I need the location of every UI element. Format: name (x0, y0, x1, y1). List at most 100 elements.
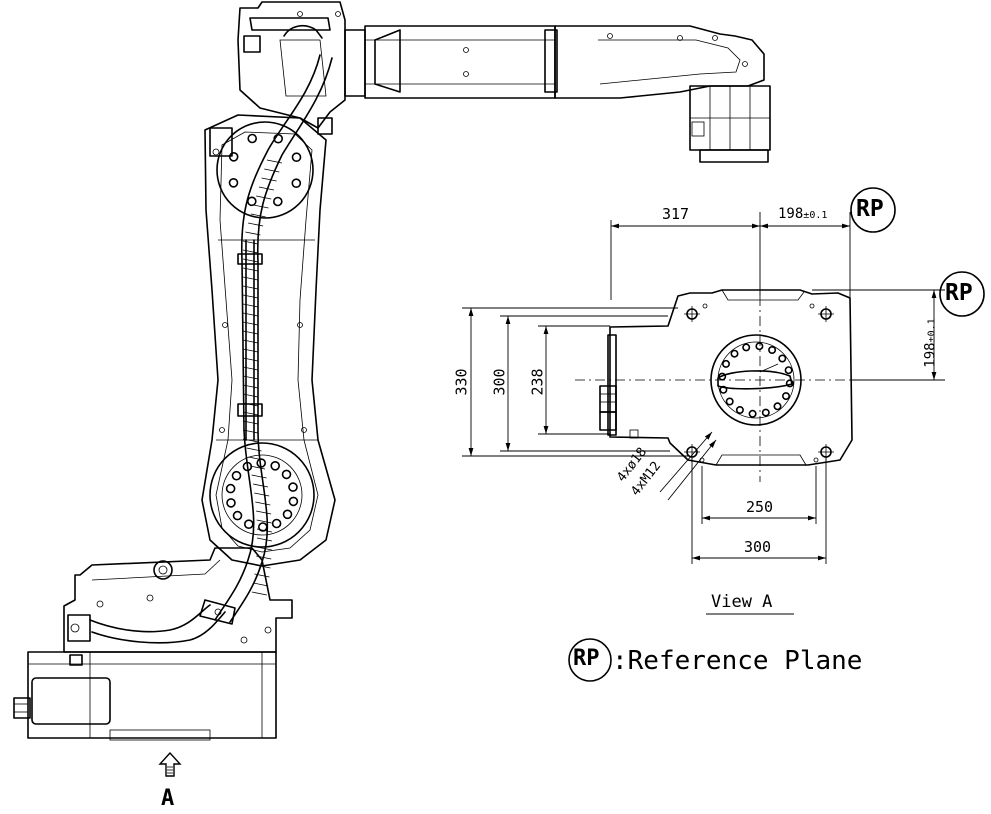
hose-segment (242, 357, 259, 362)
bolt-hole (226, 498, 236, 508)
bolt-hole (282, 509, 293, 520)
bolt-hole (768, 345, 777, 354)
dim-238-label: 238 (528, 368, 547, 396)
hose-segment (242, 258, 259, 263)
bolt-hole (270, 460, 281, 471)
hose-segment (256, 528, 273, 533)
dim-198-right-value: 198 (922, 342, 939, 368)
hose-segment (252, 483, 269, 488)
hose-segment (248, 222, 264, 227)
bolt-hole (718, 372, 727, 381)
hose-segment (242, 276, 259, 281)
hose-segment (242, 402, 259, 407)
hose-segment (258, 186, 274, 191)
rp-symbol-top (850, 187, 896, 233)
bolt-hole (785, 379, 794, 388)
hose-segment (242, 285, 259, 290)
hose-segment (242, 330, 259, 335)
hose-segment (256, 537, 273, 542)
legend-rp-symbol-text: RP (573, 646, 600, 671)
rp-symbol-right (939, 271, 985, 317)
bolt-hole (291, 178, 302, 188)
rp-legend-symbol (568, 638, 612, 682)
bolt-hole (271, 518, 282, 529)
hose-segment (266, 159, 283, 164)
lower-joint (209, 442, 315, 548)
hose-segment (242, 411, 259, 416)
robot-base (13, 651, 277, 741)
hose-segment (256, 519, 272, 524)
arrow-a-label: A (161, 786, 175, 811)
bolt-hole (225, 483, 236, 494)
hose-segment (242, 375, 259, 380)
hose-segment (253, 582, 269, 587)
legend-reference-plane-text: :Reference Plane (612, 646, 863, 676)
hose-segment (242, 240, 259, 245)
hose-segment (248, 456, 264, 461)
dim-198-top-tolerance: ±0.1 (803, 210, 828, 221)
hose-segment (242, 294, 259, 299)
hose-segment (251, 591, 267, 596)
hose-segment (246, 447, 262, 452)
hose-segment (242, 438, 259, 443)
hose-segment (256, 195, 272, 200)
hose-segment (245, 231, 261, 236)
bolt-hole (288, 482, 298, 492)
hose-segment (242, 393, 259, 398)
bolt-hole (247, 196, 257, 207)
hose-segment (242, 249, 259, 254)
hose-segment (242, 267, 259, 272)
hose-segment (250, 213, 266, 218)
dim-330-label: 330 (452, 368, 471, 396)
hose-segment (256, 510, 272, 515)
right-dimension (812, 289, 945, 381)
rp-top-text: RP (856, 196, 884, 222)
upper-arm (344, 25, 765, 99)
bolt-hole (755, 342, 764, 351)
rp-right-text: RP (945, 280, 973, 306)
hose-segment (242, 384, 259, 389)
connector-block (599, 334, 639, 439)
bolt-hole (232, 510, 243, 521)
bolt-hole (761, 408, 770, 417)
bolt-hole (784, 366, 793, 375)
bolt-hole (778, 354, 787, 363)
wrist-assembly (689, 85, 771, 163)
dim-198-right-tolerance: ±0.1 (926, 318, 938, 343)
hose-segment (242, 420, 259, 425)
bolt-hole (748, 409, 757, 418)
bolt-hole (781, 392, 790, 401)
view-a-drawing (462, 187, 985, 682)
bolt-hole (725, 397, 734, 406)
bolt-hole (228, 178, 239, 188)
hose-segment (256, 546, 272, 551)
dim-317-label: 317 (662, 205, 690, 223)
bolt-hole (247, 133, 257, 144)
dim-198-right-label: 198±0.1 (923, 318, 939, 367)
view-a-title: View A (711, 592, 773, 612)
bolt-hole (291, 152, 302, 162)
hose-segment (242, 312, 259, 317)
hose-segment (254, 573, 270, 578)
dim-300-left-label: 300 (490, 368, 509, 396)
bolt-hole (244, 519, 254, 530)
hole-leaders (659, 431, 717, 501)
dim-250-label: 250 (746, 498, 774, 516)
hose-segment (249, 465, 266, 470)
dim-198-top-value: 198 (778, 206, 804, 222)
hose-segment (242, 429, 259, 434)
top-dimension (610, 212, 851, 300)
swivel-housing (63, 547, 293, 653)
hose-segment (255, 501, 271, 506)
lower-arm (201, 114, 336, 567)
dim-300-bottom-label: 300 (744, 538, 772, 556)
hose-segment (242, 339, 259, 344)
bolt-hole (773, 402, 782, 411)
hose-segment (251, 474, 267, 479)
bolt-hole (288, 496, 299, 507)
hose-segment (242, 321, 259, 326)
hose-segment (264, 168, 280, 173)
bolt-hole (272, 196, 283, 207)
bolt-hole (281, 469, 292, 480)
